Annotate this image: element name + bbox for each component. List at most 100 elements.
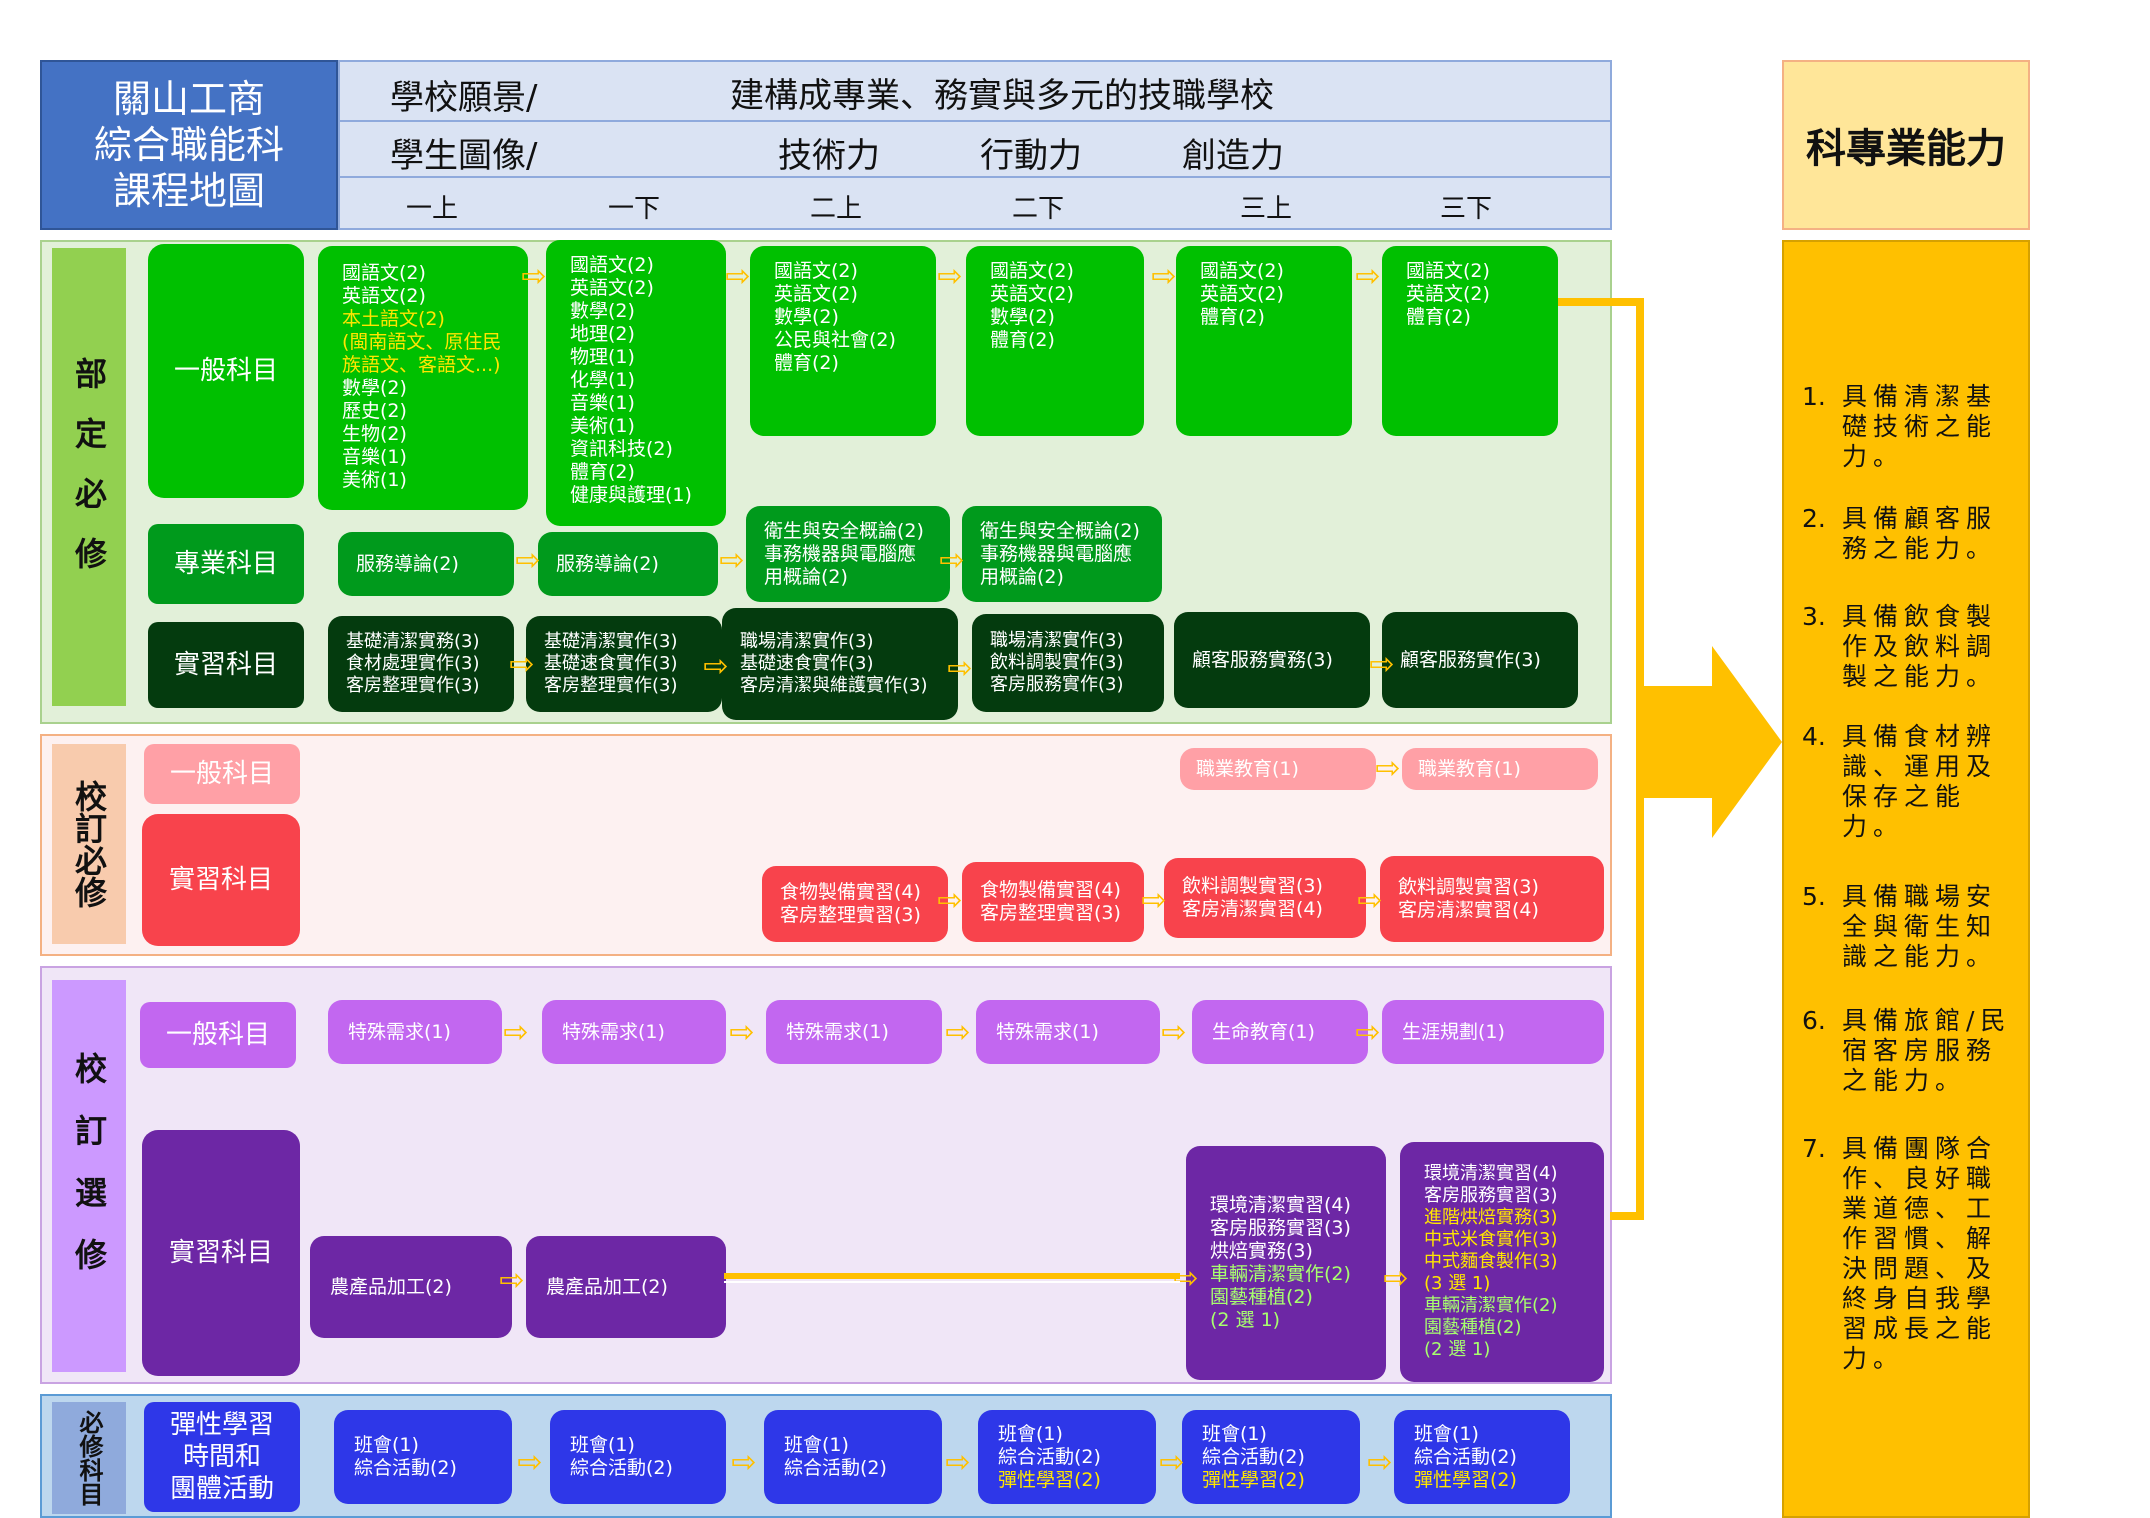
course-name: 生物(2) — [342, 423, 407, 445]
course-name: 園藝種植(2) — [1424, 1317, 1522, 1338]
course-name: 職業教育(1) — [1196, 757, 1299, 780]
ability-text: 作及飲料調 — [1842, 632, 1998, 661]
course-name: 客房服務實習(3) — [1210, 1217, 1351, 1239]
arrow-right-icon: ⇨ — [1367, 1445, 1393, 1480]
course-name: 基礎清潔實務(3) — [346, 631, 480, 652]
course-name: 美術(1) — [342, 469, 407, 491]
course-box: 生涯規劃(1) — [1382, 1000, 1604, 1064]
arrow-right-icon: ⇨ — [1357, 883, 1383, 918]
course-box: 基礎清潔實務(3)食材處理實作(3)客房整理實作(3) — [328, 616, 514, 712]
course-name: 職場清潔實作(3) — [740, 631, 874, 652]
course-name: (閩南語文、原住民 — [342, 331, 502, 353]
course-box: 班會(1)綜合活動(2)彈性學習(2) — [978, 1410, 1156, 1504]
course-name: 飲料調製實作(3) — [990, 652, 1124, 673]
course-name: 美術(1) — [570, 415, 635, 437]
category-practice: 實習科目 — [148, 622, 304, 708]
ability-text: 全與衛生知 — [1842, 912, 1998, 941]
course-name: 班會(1) — [1414, 1422, 1479, 1445]
category-professional: 專業科目 — [148, 524, 304, 604]
course-box: 國語文(2)英語文(2)數學(2)體育(2) — [966, 246, 1144, 436]
course-name: 數學(2) — [774, 306, 839, 328]
arrow-right-icon: ⇨ — [719, 543, 745, 578]
course-name: 農產品加工(2) — [546, 1275, 668, 1298]
course-name: 彈性學習(2) — [1202, 1468, 1305, 1491]
ability-text: 決問題、及 — [1842, 1254, 1998, 1283]
arrow-right-icon: ⇨ — [725, 259, 751, 294]
course-name: 農產品加工(2) — [330, 1275, 452, 1298]
ability-text: 具備職場安 — [1842, 882, 1998, 911]
course-box: 職業教育(1) — [1180, 748, 1376, 790]
course-name: 基礎清潔實作(3) — [544, 631, 678, 652]
course-box: 食物製備實習(4)客房整理實習(3) — [962, 862, 1144, 942]
course-name: 國語文(2) — [1200, 260, 1284, 282]
ability-number: 2. — [1802, 504, 1826, 533]
course-name: 食材處理實作(3) — [346, 653, 480, 674]
semester-row: 一上 一下 二上 二下 三上 三下 — [338, 178, 1612, 230]
course-name: 基礎速食實作(3) — [740, 653, 874, 674]
arrow-right-icon: ⇨ — [503, 1015, 529, 1050]
course-box: 國語文(2)英語文(2)體育(2) — [1382, 246, 1558, 436]
course-name: 生涯規劃(1) — [1402, 1020, 1505, 1043]
course-name: 園藝種植(2) — [1210, 1286, 1313, 1308]
course-name: 國語文(2) — [990, 260, 1074, 282]
course-name: 職場清潔實作(3) — [990, 630, 1124, 651]
course-name: 特殊需求(1) — [348, 1020, 451, 1043]
course-box: 職場清潔實作(3)飲料調製實作(3)客房服務實作(3) — [972, 614, 1164, 712]
course-name: 客房整理實作(3) — [544, 675, 678, 696]
course-name: 環境清潔實習(4) — [1210, 1194, 1351, 1216]
course-name: 客房整理實習(3) — [980, 902, 1121, 924]
arrow-right-icon: ⇨ — [1355, 259, 1381, 294]
ability-text: 力。 — [1842, 812, 1905, 841]
ability-text: 具備旅館/民 — [1842, 1006, 2012, 1035]
course-box: 食物製備實習(4)客房整理實習(3) — [762, 866, 948, 942]
course-box: 顧客服務實作(3) — [1382, 612, 1578, 708]
arrow-right-icon: ⇨ — [499, 1263, 525, 1298]
course-name: 事務機器與電腦應 — [764, 542, 917, 565]
arrow-right-icon: ⇨ — [1159, 1445, 1185, 1480]
course-box: 衛生與安全概論(2)事務機器與電腦應用概論(2) — [746, 506, 950, 602]
course-box: 班會(1)綜合活動(2) — [550, 1410, 726, 1504]
ability-text: 礎技術之能 — [1842, 412, 1998, 441]
course-name: 飲料調製實習(3) — [1398, 876, 1539, 898]
course-name: 物理(1) — [570, 346, 635, 368]
course-name: 國語文(2) — [1406, 260, 1490, 282]
arrow-right-icon: ⇨ — [937, 259, 963, 294]
arrow-right-icon: ⇨ — [515, 543, 541, 578]
course-name: 班會(1) — [1202, 1422, 1267, 1445]
ability-text: 作習慣、解 — [1842, 1224, 1998, 1253]
arrow-right-icon: ⇨ — [729, 1015, 755, 1050]
arrow-right-icon: ⇨ — [1383, 1261, 1409, 1296]
vision-text: 建構成專業、務實與多元的技職學校 — [730, 76, 1274, 116]
arrow-right-icon: ⇨ — [731, 1445, 757, 1480]
course-name: (2 選 1) — [1424, 1339, 1491, 1360]
course-box: 特殊需求(1) — [766, 1000, 942, 1064]
course-name: 食物製備實習(4) — [780, 881, 921, 903]
portrait-label: 學生圖像/ — [390, 136, 538, 176]
ability-text: 具備顧客服 — [1842, 504, 1998, 533]
course-name: 顧客服務實作(3) — [1400, 648, 1541, 671]
course-name: 公民與社會(2) — [774, 329, 896, 351]
course-name: 基礎速食實作(3) — [544, 653, 678, 674]
ability-text: 保存之能 — [1842, 782, 1967, 811]
ability-text: 製之能力。 — [1842, 662, 1998, 691]
ability-text: 識之能力。 — [1842, 942, 1998, 971]
category-flexible-line: 彈性學習 — [169, 1410, 274, 1440]
course-box: 國語文(2)英語文(2)數學(2)地理(2)物理(1)化學(1)音樂(1)美術(… — [546, 240, 726, 526]
course-name: 客房整理實作(3) — [346, 675, 480, 696]
course-name: 飲料調製實習(3) — [1182, 875, 1323, 897]
course-name: 客房整理實習(3) — [780, 904, 921, 926]
section-label-school-required: 校訂必修 — [52, 744, 126, 944]
course-box: 基礎清潔實作(3)基礎速食實作(3)客房整理實作(3) — [526, 616, 722, 712]
course-name: 地理(2) — [570, 323, 635, 345]
course-name: 體育(2) — [990, 329, 1055, 351]
category-elective-general: 一般科目 — [140, 1002, 296, 1068]
arrow-right-icon: ⇨ — [939, 543, 965, 578]
course-box: 職場清潔實作(3)基礎速食實作(3)客房清潔與維護實作(3) — [722, 608, 958, 720]
course-name: 服務導論(2) — [356, 552, 459, 575]
course-name: 服務導論(2) — [556, 552, 659, 575]
course-name: 數學(2) — [570, 300, 635, 322]
course-name: 綜合活動(2) — [354, 1457, 457, 1479]
course-name: 顧客服務實務(3) — [1192, 648, 1333, 671]
semester-label: 三上 — [1239, 194, 1293, 224]
